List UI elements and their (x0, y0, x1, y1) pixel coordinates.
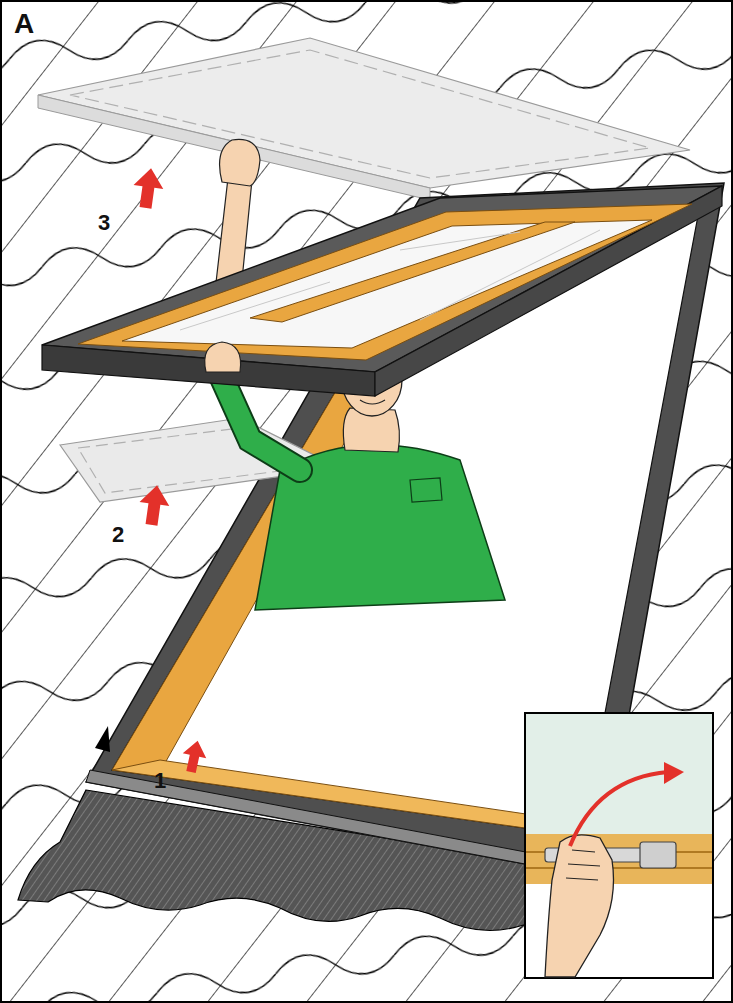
lift-arrows (131, 166, 210, 774)
handle-inset (525, 713, 713, 978)
ghost-panel-top (38, 38, 690, 200)
callout-number: 1 (154, 770, 166, 792)
callout-number: 2 (112, 524, 124, 546)
hand (205, 342, 241, 372)
window-sash (42, 186, 722, 396)
window-frame (86, 183, 724, 878)
callout-number: 3 (98, 212, 110, 234)
panel-letter: A (14, 10, 34, 38)
